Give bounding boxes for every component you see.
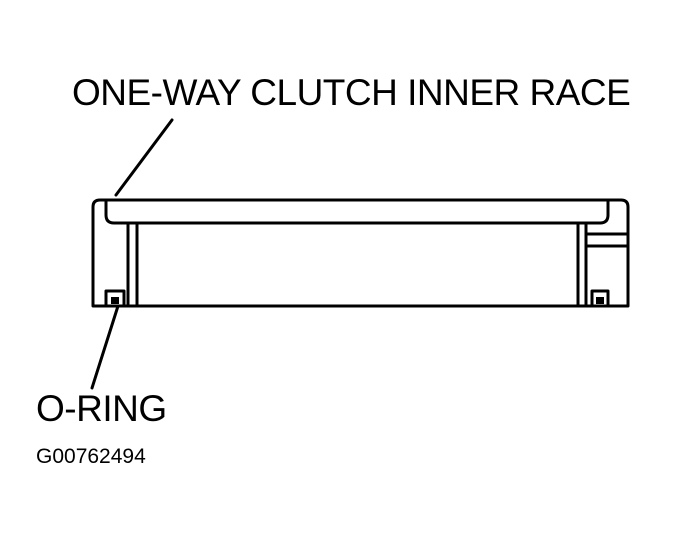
leader-line-inner-race [114, 118, 174, 197]
left-oring-seal [111, 297, 119, 304]
left-oring-groove [104, 289, 126, 308]
o-ring-label: O-RING [36, 388, 167, 429]
figure-id: G00762494 [36, 445, 146, 468]
race-outline [91, 198, 630, 308]
right-oring-seal [596, 297, 604, 304]
right-recess [584, 232, 630, 248]
right-oring-groove [590, 289, 610, 308]
race-bore [104, 198, 610, 225]
inner-race-label: ONE-WAY CLUTCH INNER RACE [72, 72, 631, 113]
leader-line-o-ring [90, 304, 120, 390]
